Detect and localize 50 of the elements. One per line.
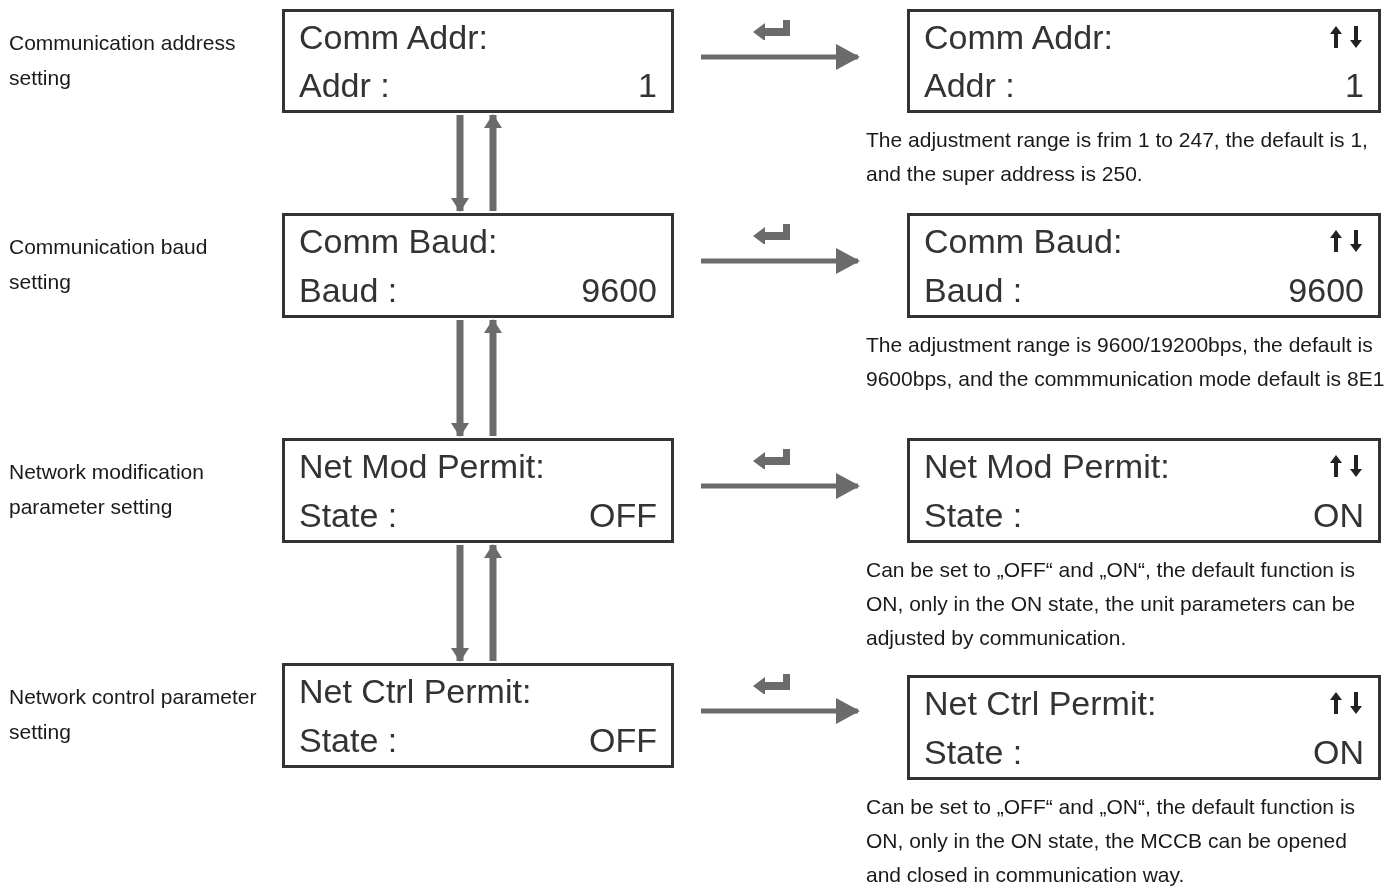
lcd-display-box — [907, 438, 1381, 543]
setting-name: Communication address setting — [9, 30, 237, 91]
arrow — [701, 698, 860, 724]
lcd-display-box — [907, 213, 1381, 318]
parameter-label: State : — [924, 732, 1023, 773]
arrow — [451, 115, 469, 212]
arrow — [701, 44, 860, 70]
parameter-value: ON — [1313, 732, 1364, 773]
display-title: Comm Addr: — [299, 17, 488, 58]
lcd-display-box — [282, 663, 674, 768]
arrow — [701, 473, 860, 499]
setting-name: Communication baud setting — [9, 234, 209, 295]
arrow — [484, 319, 502, 436]
setting-name: Network control parameter setting — [9, 684, 258, 745]
parameter-value: ON — [1313, 495, 1364, 536]
description-text: Can be set to „OFF“ and „ON“, the default function is ON, only in the ON state, the unit parameters can be adjusted by communication. — [866, 557, 1357, 651]
parameter-label: State : — [299, 720, 398, 761]
parameter-value: OFF — [589, 495, 657, 536]
parameter-label: Addr : — [299, 65, 390, 106]
display-title: Net Ctrl Permit: — [299, 671, 532, 712]
arrow — [484, 114, 502, 211]
parameter-value: 1 — [1345, 65, 1364, 106]
parameter-label: Baud : — [299, 270, 398, 311]
description-text: The adjustment range is 9600/19200bps, the default is 9600bps, and the commmunication mode default is 8E1 — [866, 332, 1386, 392]
parameter-value: OFF — [589, 720, 657, 761]
display-title: Comm Baud: — [299, 221, 498, 262]
parameter-value: 9600 — [1288, 270, 1364, 311]
parameter-value: 1 — [638, 65, 657, 106]
lcd-display-box — [907, 9, 1381, 113]
display-title: Comm Addr: — [924, 17, 1113, 58]
arrow — [451, 320, 469, 437]
setting-name: Network modification parameter setting — [9, 459, 205, 520]
display-title: Net Mod Permit: — [924, 446, 1170, 487]
description-text: Can be set to „OFF“ and „ON“, the default function is ON, only in the ON state, the MCCB can be opened and closed in communication way. — [866, 794, 1357, 888]
lcd-display-box — [282, 213, 674, 318]
display-title: Net Mod Permit: — [299, 446, 545, 487]
display-title: Comm Baud: — [924, 221, 1123, 262]
lcd-display-box — [282, 9, 674, 113]
parameter-label: Baud : — [924, 270, 1023, 311]
parameter-label: Addr : — [924, 65, 1015, 106]
arrow — [451, 545, 469, 662]
lcd-display-box — [282, 438, 674, 543]
lcd-display-box — [907, 675, 1381, 780]
parameter-label: State : — [924, 495, 1023, 536]
arrow — [701, 248, 860, 274]
parameter-label: State : — [299, 495, 398, 536]
description-text: The adjustment range is frim 1 to 247, the default is 1, and the super address is 250. — [866, 127, 1369, 187]
display-title: Net Ctrl Permit: — [924, 683, 1157, 724]
arrow — [484, 544, 502, 661]
parameter-value: 9600 — [581, 270, 657, 311]
